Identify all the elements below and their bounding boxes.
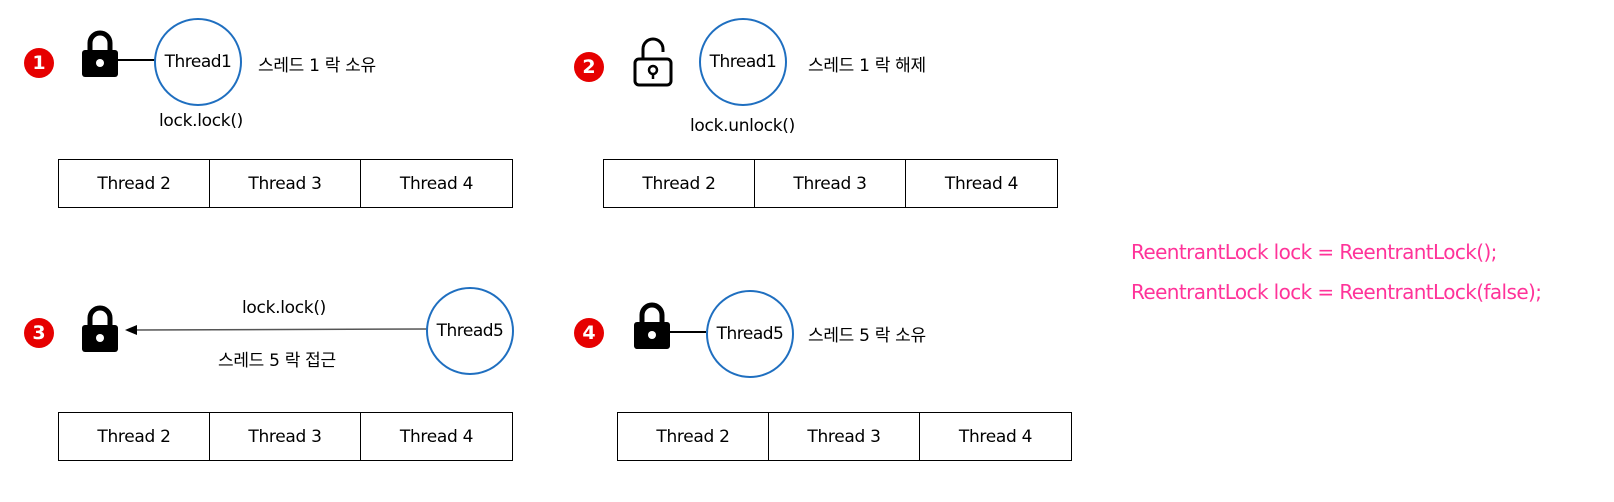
thread-label: Thread1 <box>164 52 232 72</box>
step-badge-1: 1 <box>24 48 54 78</box>
thread-circle: Thread5 <box>706 290 794 378</box>
arrow-bottom-label: 스레드 5 락 접근 <box>218 351 336 371</box>
arrow-top-label: lock.lock() <box>242 298 326 318</box>
unlock-icon <box>633 37 673 87</box>
panel-caption: 스레드 1 락 해제 <box>808 56 926 76</box>
thread-circle: Thread1 <box>154 18 242 106</box>
step-badge-2: 2 <box>574 52 604 82</box>
wait-queue: Thread 2 Thread 3 Thread 4 <box>603 159 1058 208</box>
queue-cell: Thread 4 <box>399 426 474 447</box>
queue-cell: Thread 2 <box>59 160 210 207</box>
method-label: lock.lock() <box>159 111 243 131</box>
queue-cell: Thread 3 <box>210 413 361 460</box>
thread-label: Thread1 <box>709 52 777 72</box>
thread-label: Thread5 <box>436 321 504 341</box>
thread-label: Thread5 <box>716 324 784 344</box>
queue-cell: Thread 4 <box>399 173 474 194</box>
lock-icon <box>634 302 670 349</box>
wait-queue: Thread 2 Thread 3 Thread 4 <box>58 159 513 208</box>
thread-circle: Thread1 <box>699 18 787 106</box>
step-badge-3: 3 <box>24 318 54 348</box>
queue-cell: Thread 4 <box>944 173 1019 194</box>
thread-circle: Thread5 <box>426 287 514 375</box>
queue-cell: Thread 2 <box>618 413 769 460</box>
step-badge-4: 4 <box>574 318 604 348</box>
queue-cell: Thread 2 <box>59 413 210 460</box>
wait-queue: Thread 2 Thread 3 Thread 4 <box>617 412 1072 461</box>
queue-cell: Thread 4 <box>958 426 1033 447</box>
panel-caption: 스레드 1 락 소유 <box>258 56 376 76</box>
wait-queue: Thread 2 Thread 3 Thread 4 <box>58 412 513 461</box>
lock-icon <box>82 305 118 352</box>
queue-cell: Thread 3 <box>769 413 920 460</box>
queue-cell: Thread 3 <box>755 160 906 207</box>
code-line-default: ReentrantLock lock = ReentrantLock(); <box>1131 240 1497 264</box>
method-label: lock.unlock() <box>690 116 795 136</box>
lock-icon <box>82 30 118 77</box>
lock-connector <box>670 331 706 333</box>
access-arrow <box>125 325 429 335</box>
lock-connector <box>118 59 155 61</box>
queue-cell: Thread 3 <box>210 160 361 207</box>
queue-cell: Thread 2 <box>604 160 755 207</box>
code-line-fair-false: ReentrantLock lock = ReentrantLock(false… <box>1131 280 1542 304</box>
panel-caption: 스레드 5 락 소유 <box>808 326 926 346</box>
